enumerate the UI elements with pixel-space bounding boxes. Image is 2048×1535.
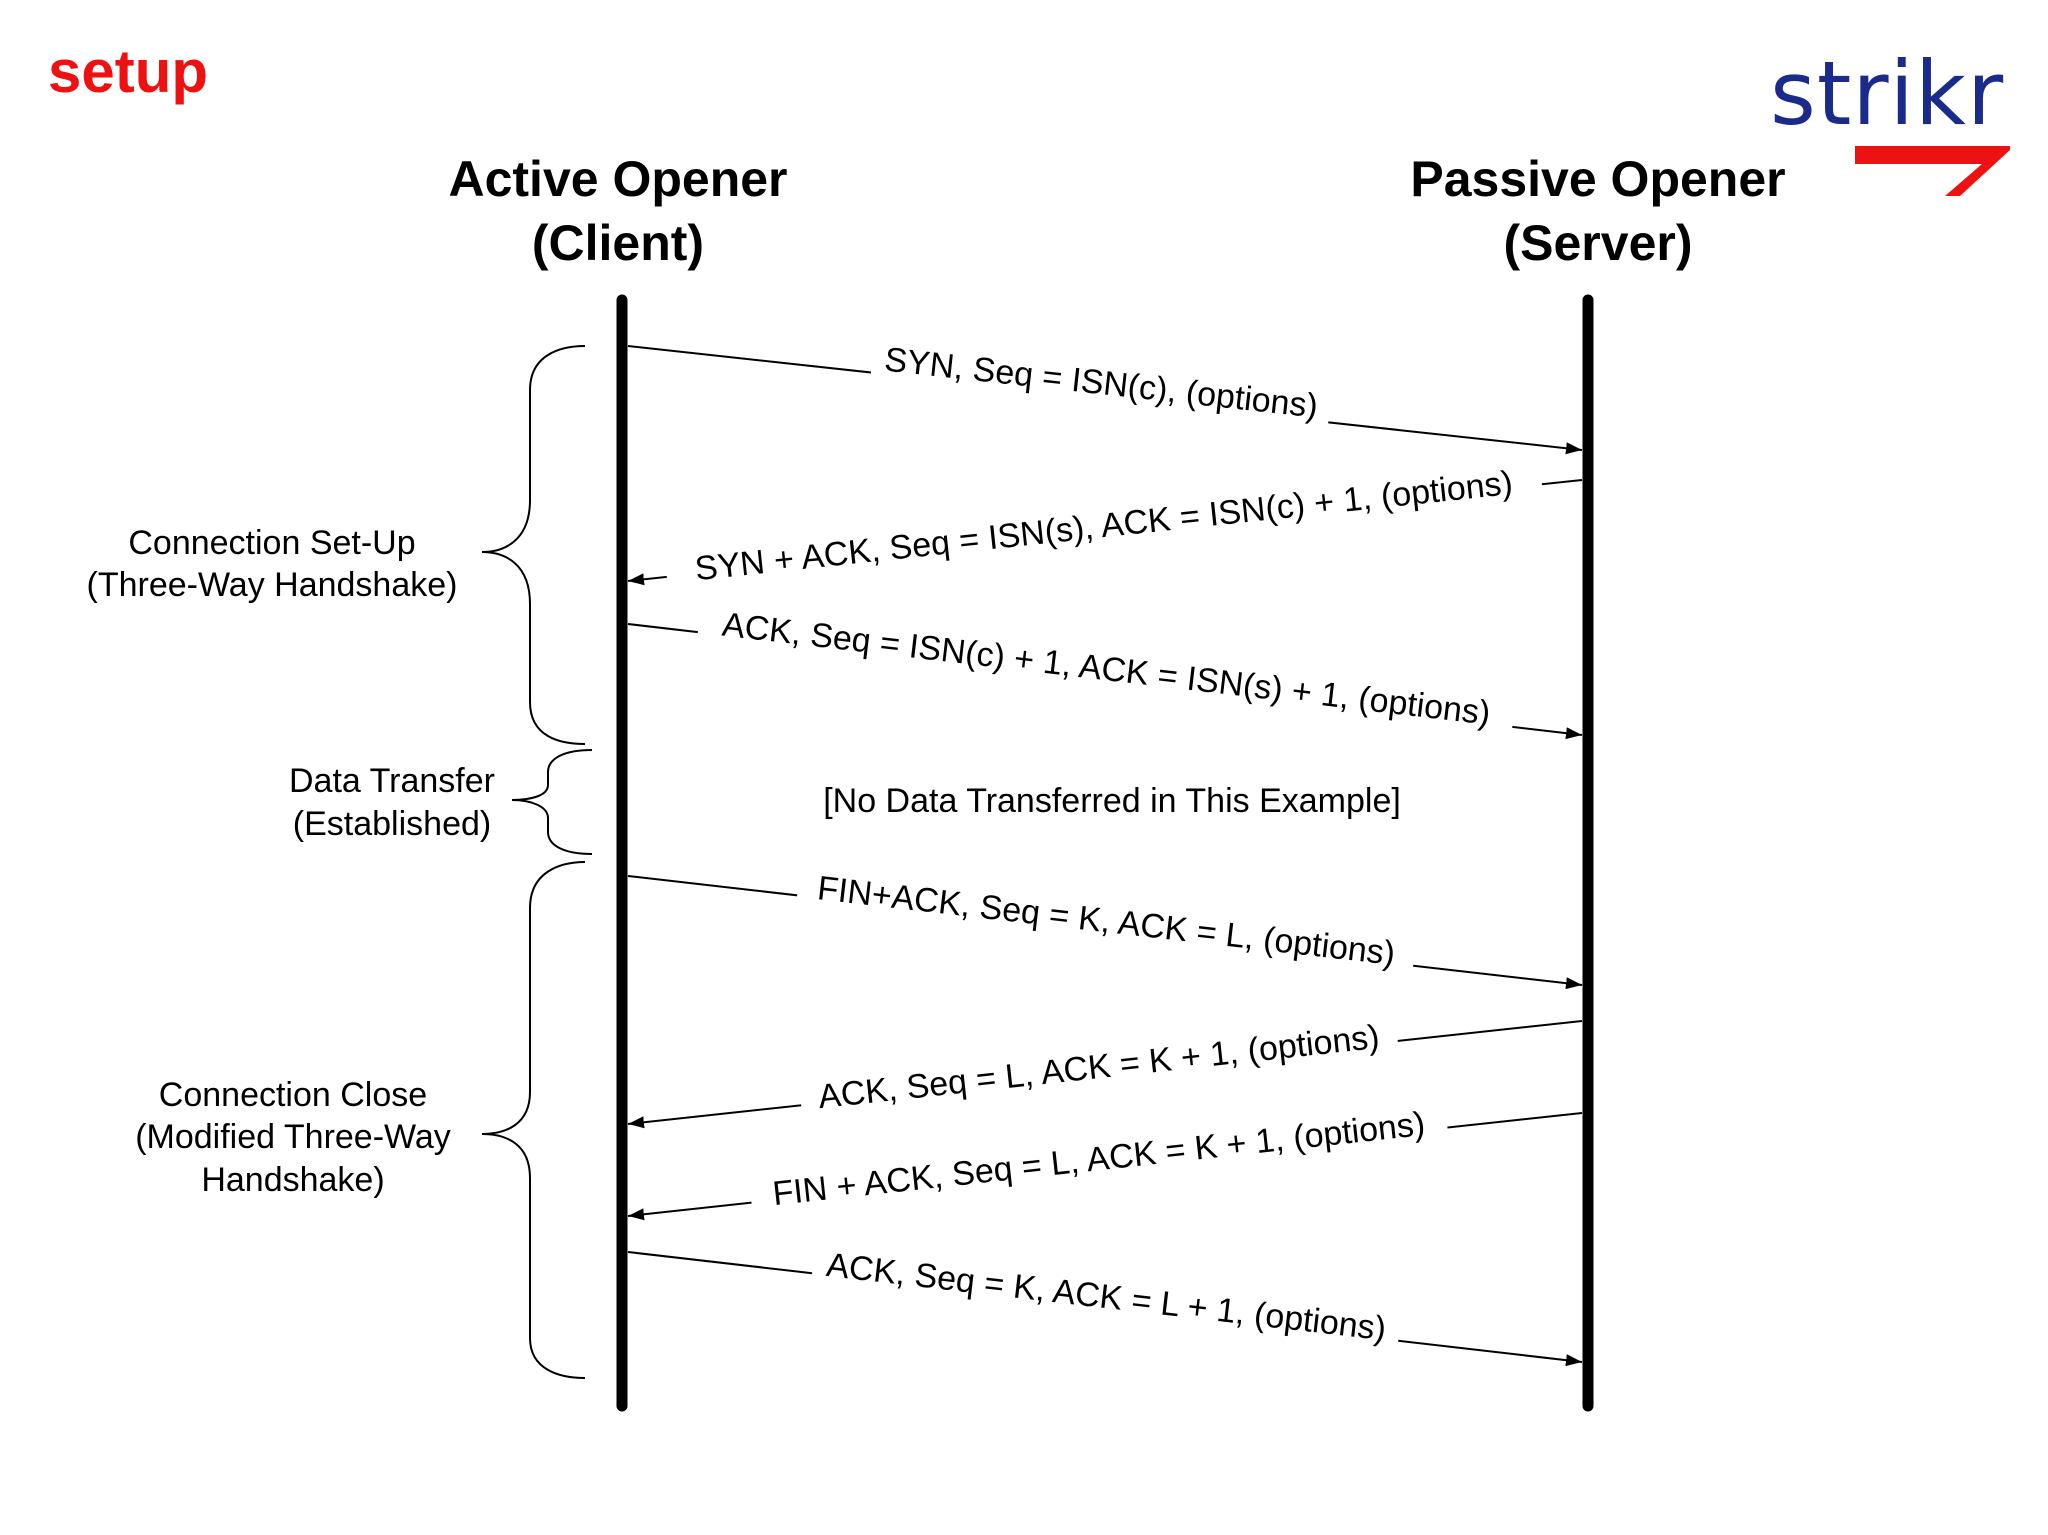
client-title: Active Opener <box>448 151 787 207</box>
strikr-logo: strikr <box>1760 50 2020 210</box>
phase-label-data-transfer: Data Transfer (Established) <box>289 762 495 843</box>
slide-title: setup <box>48 38 209 105</box>
svg-text:Data Transfer: Data Transfer <box>289 762 495 800</box>
message-label: SYN + ACK, Seq = ISN(s), ACK = ISN(c) + … <box>693 464 1514 588</box>
logo-arrow-icon <box>1855 146 2010 196</box>
svg-text:(Established): (Established) <box>293 805 491 843</box>
svg-text:(Three-Way Handshake): (Three-Way Handshake) <box>87 566 458 604</box>
svg-text:Connection Set-Up: Connection Set-Up <box>128 524 415 562</box>
server-header: Passive Opener (Server) <box>1410 151 1785 271</box>
svg-text:(Modified Three-Way: (Modified Three-Way <box>135 1118 451 1156</box>
client-subtitle: (Client) <box>532 215 704 271</box>
message-label: SYN, Seq = ISN(c), (options) <box>883 341 1320 426</box>
data-transfer-brace <box>511 749 593 855</box>
message-6: FIN + ACK, Seq = L, ACK = K + 1, (option… <box>627 1093 1583 1221</box>
message-label: ACK, Seq = ISN(c) + 1, ACK = ISN(s) + 1,… <box>720 606 1492 733</box>
setup-brace <box>481 345 586 745</box>
message-4: FIN+ACK, Seq = K, ACK = L, (options) <box>627 858 1583 990</box>
server-title: Passive Opener <box>1410 151 1785 207</box>
close-brace <box>481 861 586 1379</box>
client-header: Active Opener (Client) <box>448 151 787 271</box>
logo-wordmark: strikr <box>1770 42 2005 145</box>
message-3: ACK, Seq = ISN(c) + 1, ACK = ISN(s) + 1,… <box>627 593 1583 741</box>
server-subtitle: (Server) <box>1504 215 1693 271</box>
phase-label-close: Connection Close (Modified Three-Way Han… <box>135 1076 451 1199</box>
message-7: ACK, Seq = K, ACK = L + 1, (options) <box>627 1235 1583 1367</box>
phase-label-setup: Connection Set-Up (Three-Way Handshake) <box>87 524 458 604</box>
message-2: SYN + ACK, Seq = ISN(s), ACK = ISN(c) + … <box>627 451 1583 597</box>
svg-text:Handshake): Handshake) <box>201 1161 384 1199</box>
message-1: SYN, Seq = ISN(c), (options) <box>627 330 1583 455</box>
svg-text:Connection Close: Connection Close <box>159 1076 427 1114</box>
no-data-note: [No Data Transferred in This Example] <box>823 782 1401 820</box>
